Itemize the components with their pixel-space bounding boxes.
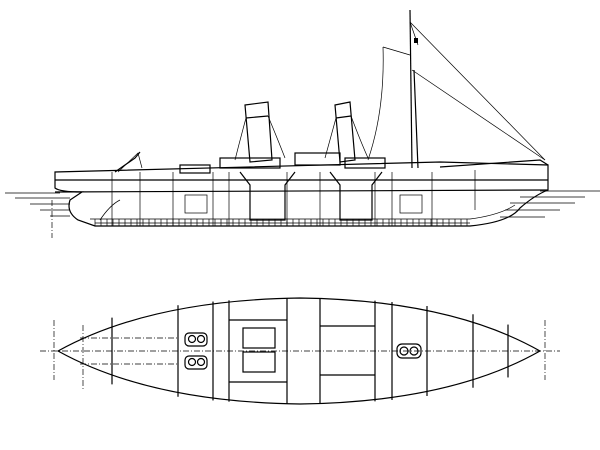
plan-view	[40, 297, 560, 405]
funnel-2	[324, 101, 369, 163]
frame-ticks	[94, 219, 468, 226]
engine-room-window	[399, 194, 423, 214]
profile-view	[5, 9, 600, 238]
superstructure	[114, 151, 549, 174]
engine-room-window	[184, 194, 208, 214]
capstan-pair-aft	[184, 332, 208, 370]
compartments	[111, 170, 476, 226]
hatch	[242, 351, 276, 373]
capstan-fore	[396, 343, 422, 359]
hatch	[242, 327, 276, 349]
plan-frames	[111, 298, 509, 404]
forestay	[409, 21, 546, 161]
gaff-sail-edge	[367, 46, 384, 161]
boiler-2	[329, 171, 383, 221]
mast	[367, 9, 546, 169]
water-lines	[5, 190, 600, 238]
funnel-1	[234, 101, 286, 163]
boiler-1	[239, 171, 296, 221]
hull-profile	[54, 161, 549, 227]
